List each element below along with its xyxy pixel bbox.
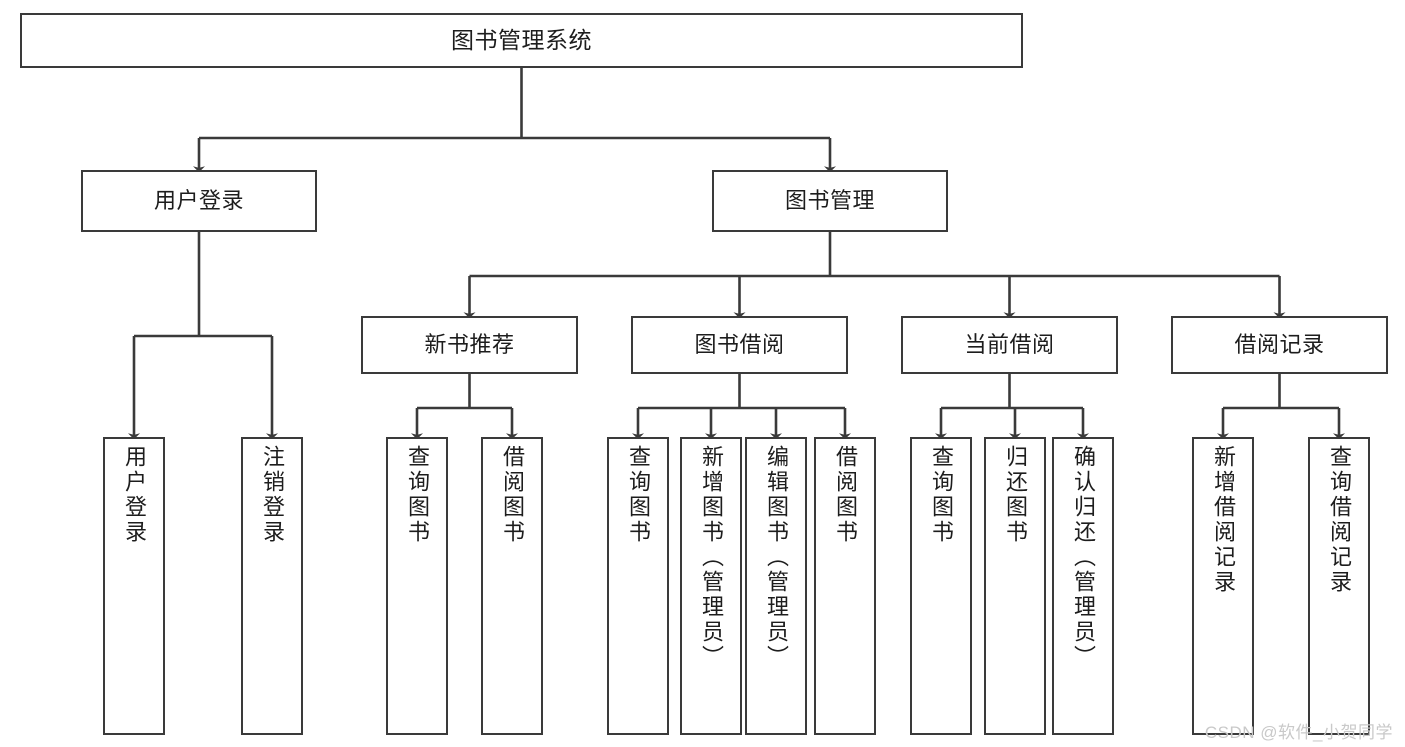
node-label-borrow: 图书借阅 [694, 332, 785, 358]
node-label-login-out: 注销登录 [260, 445, 285, 545]
node-label-bo-edit: 编辑图书（管理员） [764, 445, 789, 670]
node-label-re-query: 查询借阅记录 [1327, 445, 1352, 595]
node-label-new-borrow: 借阅图书 [500, 445, 525, 545]
node-box-new-borrow[interactable]: 借阅图书 [481, 437, 543, 735]
node-label-bo-add: 新增图书（管理员） [699, 445, 724, 670]
node-label-bookmgmt: 图书管理 [784, 188, 875, 214]
node-label-login-in: 用户登录 [122, 445, 147, 545]
node-box-login[interactable]: 用户登录 [81, 170, 317, 232]
node-label-bo-query: 查询图书 [626, 445, 651, 545]
node-label-bo-borrow: 借阅图书 [833, 445, 858, 545]
node-box-bo-borrow[interactable]: 借阅图书 [814, 437, 876, 735]
node-box-records[interactable]: 借阅记录 [1171, 316, 1388, 374]
node-box-cu-confirm[interactable]: 确认归还（管理员） [1052, 437, 1114, 735]
node-label-login: 用户登录 [153, 188, 244, 214]
node-label-cu-query: 查询图书 [929, 445, 954, 545]
node-label-newbook: 新书推荐 [424, 332, 515, 358]
node-box-new-query[interactable]: 查询图书 [386, 437, 448, 735]
node-label-current: 当前借阅 [964, 332, 1055, 358]
node-box-root[interactable]: 图书管理系统 [20, 13, 1023, 68]
node-box-cu-return[interactable]: 归还图书 [984, 437, 1046, 735]
node-box-bo-edit[interactable]: 编辑图书（管理员） [745, 437, 807, 735]
node-box-newbook[interactable]: 新书推荐 [361, 316, 578, 374]
node-label-new-query: 查询图书 [405, 445, 430, 545]
node-label-records: 借阅记录 [1234, 332, 1325, 358]
node-box-login-out[interactable]: 注销登录 [241, 437, 303, 735]
node-box-bo-add[interactable]: 新增图书（管理员） [680, 437, 742, 735]
node-box-login-in[interactable]: 用户登录 [103, 437, 165, 735]
node-box-borrow[interactable]: 图书借阅 [631, 316, 848, 374]
node-box-cu-query[interactable]: 查询图书 [910, 437, 972, 735]
node-label-root: 图书管理系统 [451, 26, 592, 53]
node-label-cu-return: 归还图书 [1003, 445, 1028, 545]
edges-group [128, 68, 1345, 440]
node-box-re-add[interactable]: 新增借阅记录 [1192, 437, 1254, 735]
watermark-label: CSDN @软件_小贺同学 [1204, 723, 1393, 742]
node-box-bo-query[interactable]: 查询图书 [607, 437, 669, 735]
node-label-cu-confirm: 确认归还（管理员） [1071, 445, 1096, 670]
node-label-re-add: 新增借阅记录 [1211, 445, 1236, 595]
node-box-current[interactable]: 当前借阅 [901, 316, 1118, 374]
node-box-re-query[interactable]: 查询借阅记录 [1308, 437, 1370, 735]
node-box-bookmgmt[interactable]: 图书管理 [712, 170, 948, 232]
